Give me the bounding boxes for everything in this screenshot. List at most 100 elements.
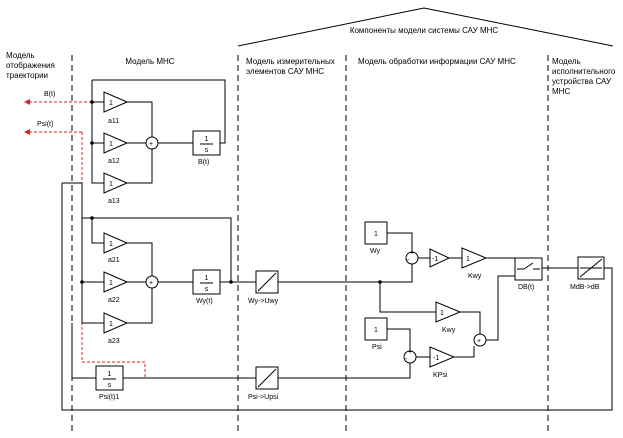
- switch-db-contact: [517, 262, 534, 270]
- integrator-b-num: 1: [205, 136, 209, 143]
- gain-a13-value: 1: [109, 181, 113, 188]
- gain-a23-value: 1: [109, 321, 113, 328]
- sum-psi-error-plus: +: [408, 349, 412, 356]
- integrator-wy-num: 1: [205, 275, 209, 282]
- junction-wy-out: [229, 280, 233, 284]
- actuator-title-line-3: устройства САУ: [552, 77, 612, 86]
- measuring-title-line-2: элементов САУ МНС: [246, 67, 324, 76]
- gain-a13-label: a13: [108, 198, 120, 205]
- gain-kpsi-label: KPsi: [433, 372, 448, 379]
- junction-uwy: [378, 280, 382, 284]
- gain-a11-value: 1: [109, 100, 113, 107]
- sensor-psi-label: Psi->Upsi: [248, 394, 279, 401]
- constant-psi-label: Psi: [372, 344, 382, 351]
- output-b-label: B(t): [44, 91, 55, 98]
- wy-feedback-top-wire: [82, 217, 232, 282]
- kpsi-to-sum-wire: [454, 346, 475, 358]
- measuring-title-line-1: Модель измерительных: [246, 57, 335, 66]
- gain-a21-label: a21: [108, 257, 120, 264]
- trajectory-title-line-2: отображения: [6, 61, 55, 70]
- gain-a11-label: a11: [108, 118, 119, 125]
- output-psi-arrow: [24, 129, 30, 135]
- sensor-wy-label: Wy->Uwy: [248, 298, 279, 305]
- bus-top-wire: [62, 182, 83, 218]
- gain-kwy-label: Kwy: [468, 273, 482, 280]
- integrator-wy-label: Wy(t): [196, 298, 213, 305]
- components-title: Компоненты модели системы САУ МНС: [350, 26, 499, 35]
- gain-kwy-2: [435, 301, 462, 323]
- mns-title: Модель МНС: [125, 57, 174, 66]
- integrator-psi-den: s: [108, 382, 112, 389]
- gain-kpsi-value: -1: [433, 355, 439, 362]
- gain-a12-value: 1: [109, 141, 113, 148]
- a11-to-sum-wire: [127, 101, 153, 137]
- psi-ref-to-sum-wire: [387, 328, 411, 351]
- trajectory-title-line-1: Модель: [6, 51, 35, 60]
- sum-db-to-switch-wire: [486, 275, 510, 341]
- gain-kpsi: [429, 346, 456, 368]
- constant-wy-label: Wy: [370, 248, 381, 255]
- bus-to-a23-wire: [81, 282, 104, 324]
- components-bracket: [237, 7, 614, 47]
- gain-a23-label: a23: [108, 338, 120, 345]
- a23-to-sum-wire: [127, 288, 153, 324]
- uwy-branch-wire: [379, 282, 436, 313]
- sum-db-sign: +: [477, 338, 481, 345]
- kwy2-to-sum-wire: [460, 311, 481, 334]
- gain-a23: [103, 312, 129, 334]
- output-b-arrow: [24, 99, 30, 105]
- sum-wy-sign: +: [149, 280, 153, 287]
- wy-to-a21-wire: [91, 218, 104, 244]
- constant-psi-value: 1: [374, 327, 378, 334]
- gain-kwy-2-value: 1: [440, 310, 444, 317]
- uwy-to-sum-wire: [380, 264, 413, 283]
- integrator-psi-num: 1: [108, 371, 112, 378]
- gain-a13: [103, 172, 129, 194]
- sum-wy-error-plus: +: [410, 250, 414, 257]
- integrator-b: [192, 130, 221, 156]
- gain-a12: [103, 132, 129, 154]
- gain-a22-label: a22: [108, 297, 120, 304]
- switch-db: [514, 257, 543, 281]
- a21-to-sum-wire: [127, 242, 153, 276]
- sum-b-sign: +: [149, 141, 153, 148]
- actuator-title-line-2: исполнительного: [552, 67, 616, 76]
- gain-a11: [103, 91, 129, 113]
- a13-to-sum-wire: [127, 149, 153, 184]
- kwy-to-switch-wire: [486, 257, 516, 264]
- gain-neg-one-top-value: -1: [432, 256, 438, 263]
- integrator-b-label: B(t): [198, 159, 209, 166]
- gain-kwy-block: [461, 247, 488, 269]
- wy-ref-to-sum-wire: [387, 232, 413, 252]
- sum-wy-error-minus: -: [407, 257, 410, 264]
- actuator-title-line-4: МНС: [552, 87, 570, 96]
- gain-a22-value: 1: [109, 280, 113, 287]
- actuator-label: MdB->dB: [570, 284, 600, 291]
- gain-a21: [103, 232, 129, 254]
- junction-b-a12: [90, 141, 94, 145]
- gain-neg-one-top: [429, 248, 451, 268]
- actuator-title-line-1: Модель: [552, 57, 581, 66]
- constant-wy-value: 1: [374, 231, 378, 238]
- switch-db-label: DB(t): [518, 284, 534, 291]
- gain-a22: [103, 271, 129, 293]
- b-feedback-top-wire: [92, 79, 226, 144]
- trajectory-title-line-3: траектории: [6, 71, 48, 80]
- b-feedback-left-wire: [91, 80, 104, 184]
- integrator-wy-den: s: [205, 286, 209, 293]
- integrator-psi-label: Psi(t)1: [99, 394, 119, 401]
- gain-kwy-2-label: Kwy: [442, 327, 456, 334]
- junction-b-a11: [90, 100, 94, 104]
- gain-a21-value: 1: [109, 241, 113, 248]
- processing-title: Модель обработки информации САУ МНС: [358, 57, 516, 66]
- gain-a12-label: a12: [108, 158, 120, 165]
- actuator-feedback-wire: [61, 183, 613, 411]
- sensor-wy-slope: [257, 272, 277, 292]
- integrator-b-den: s: [205, 147, 209, 154]
- gain-kwy-value: 1: [466, 256, 470, 263]
- sum-psi-error-minus: -: [405, 356, 408, 363]
- output-psi-label: Psi(t): [37, 121, 53, 128]
- upsi-to-sum-wire: [404, 363, 411, 379]
